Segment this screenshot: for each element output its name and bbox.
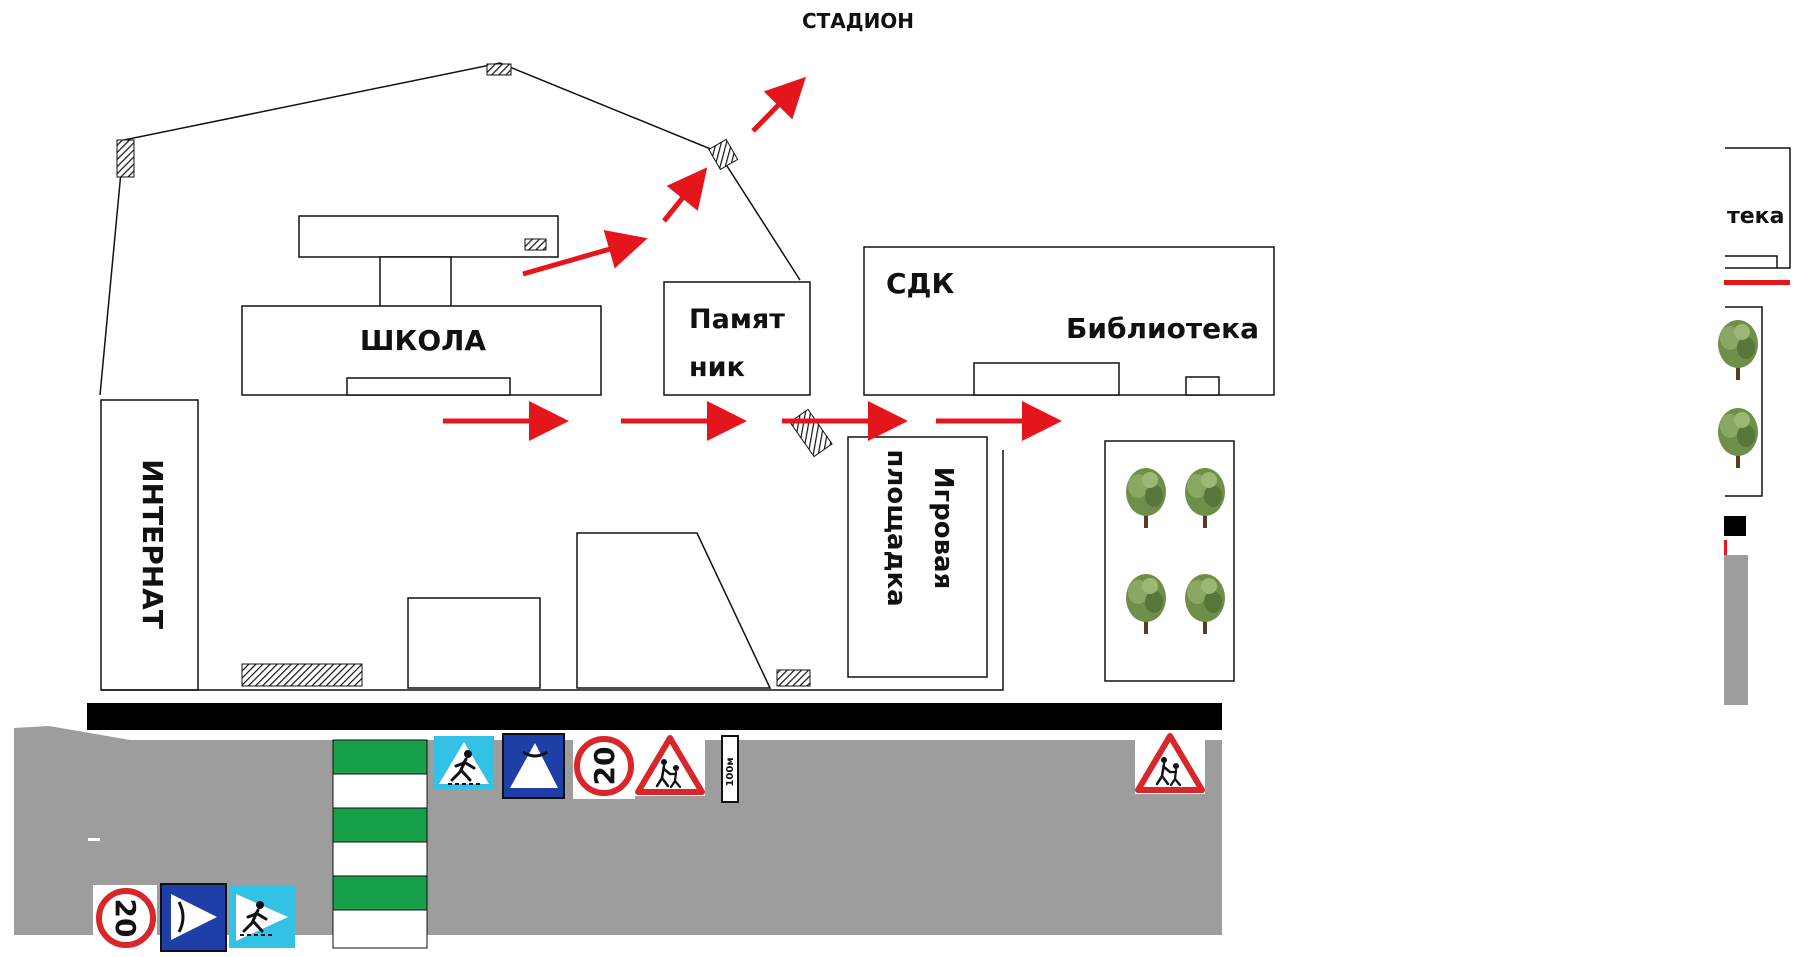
stadium-label: СТАДИОН [802, 9, 914, 33]
school-annex [298, 215, 559, 258]
monument-label-line2: ник [689, 352, 745, 383]
gate-hatched-icon [524, 238, 547, 251]
playground-label-line2: площадка [881, 449, 911, 606]
trapezoid-building [576, 532, 772, 689]
distance-plate: 100м [721, 735, 739, 803]
fence-line [99, 62, 801, 396]
speed-limit-sign-icon: 20 [93, 885, 157, 951]
gate-hatched-icon [789, 408, 833, 458]
library-label: Библиотека [1066, 312, 1259, 345]
inset-library-fragment: тека [1727, 204, 1784, 229]
tree-icon [1717, 319, 1759, 381]
road [14, 726, 1222, 935]
tree-icon [1717, 407, 1759, 469]
gate-hatched-icon [776, 669, 811, 687]
speed-limit-sign-icon: 20 [573, 733, 635, 799]
sdk-porch [973, 362, 1120, 396]
children-warning-sign-icon [1135, 730, 1205, 794]
internat-building [100, 399, 199, 691]
pedestrian-crossing [332, 739, 428, 949]
red-arrow-icon [522, 230, 648, 277]
map-inset-fragment: тека [1717, 147, 1791, 705]
monument-label-line1: Памят [689, 304, 785, 335]
road-marking [88, 838, 100, 841]
gate-hatched-icon [116, 139, 135, 178]
speed-limit-value: 20 [588, 747, 621, 786]
school-label: ШКОЛА [360, 324, 487, 357]
school-porch [346, 377, 511, 396]
pedestrian-crossing-sign-icon [229, 886, 295, 948]
speed-limit-value: 20 [109, 899, 142, 938]
playground [847, 436, 988, 678]
red-arrow-icon [662, 167, 708, 223]
distance-plate-text: 100м [725, 757, 736, 786]
sdk-label: СДК [886, 267, 954, 300]
library-porch [1185, 376, 1220, 396]
internat-label: ИНТЕРНАТ [136, 459, 169, 629]
children-warning-sign-icon [635, 734, 705, 796]
yard-boundary [101, 450, 1004, 691]
small-building [407, 597, 541, 689]
red-arrow-icon [751, 76, 806, 133]
main-road-sign-icon [160, 883, 227, 952]
monument-building [663, 281, 811, 396]
gate-hatched-icon [241, 663, 363, 687]
main-road-sign-icon [502, 733, 565, 799]
school-connector [379, 256, 452, 308]
pedestrian-crossing-sign-icon [434, 736, 494, 789]
gate-hatched-icon [486, 63, 512, 76]
gate-hatched-icon [708, 138, 739, 171]
road-edge-curb [87, 703, 1222, 730]
playground-label-line1: Игровая [928, 467, 958, 590]
